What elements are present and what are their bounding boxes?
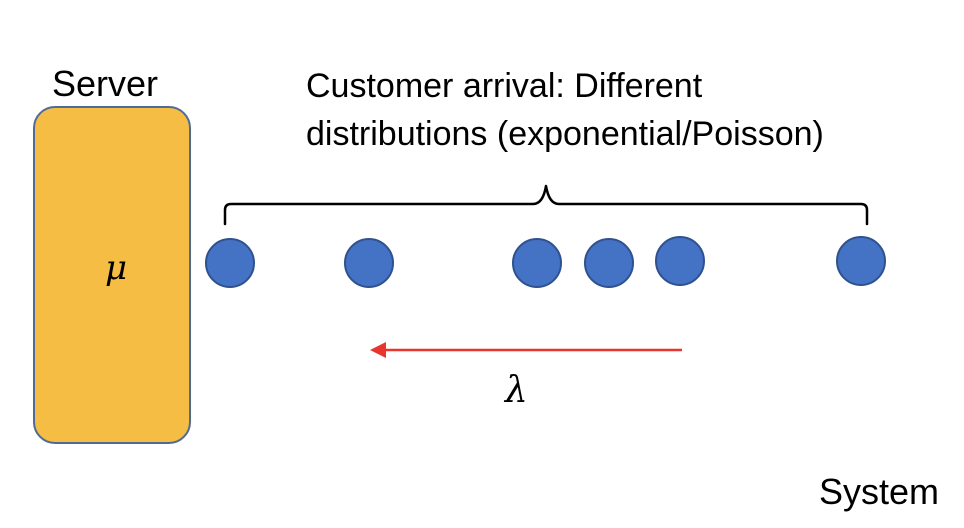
service-rate-symbol: μ [105,248,128,288]
arrival-direction-arrow [370,342,682,358]
system-label: System [819,471,940,512]
arrival-caption-line-1: Customer arrival: Different [306,67,703,105]
customer-1 [205,238,255,288]
customer-5 [655,236,705,286]
arrival-caption-line-2: distributions (exponential/Poisson) [306,115,824,153]
customer-3 [512,238,562,288]
arrival-rate-symbol: λ [505,370,528,411]
arrival-brace [223,184,869,226]
arrival-caption: Customer arrival: Different distribution… [306,62,824,158]
customer-4 [584,238,634,288]
customer-2 [344,238,394,288]
server-label: Server [52,63,159,104]
customer-6 [836,236,886,286]
server-box [33,106,191,444]
